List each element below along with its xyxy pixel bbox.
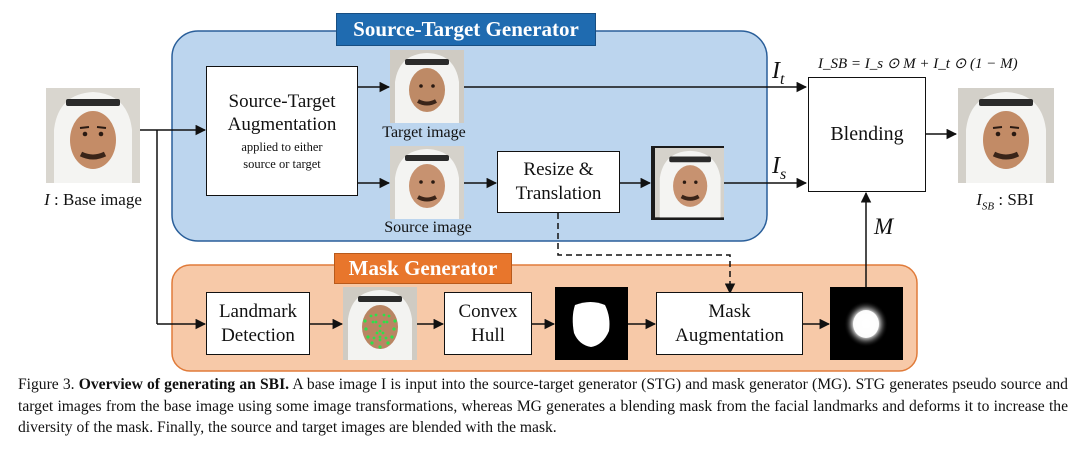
augmented-mask-image (830, 287, 903, 360)
caption-title: Overview of generating an SBI. (78, 376, 290, 393)
it-label: It (772, 58, 784, 89)
aug-box-line2: Augmentation (227, 113, 337, 135)
blending-box: Blending (808, 77, 926, 192)
target-image-label: Target image (382, 124, 466, 141)
translated-source-face-image (651, 146, 724, 220)
mg-title: Mask Generator (334, 253, 512, 284)
convex-box-line1: Convex (458, 300, 518, 322)
mask-aug-box-line2: Augmentation (675, 324, 784, 346)
sbi-label: ISB : SBI (976, 190, 1034, 213)
resize-box-line1: Resize & (523, 159, 594, 180)
source-target-augmentation-box: Source-Target Augmentation applied to ei… (206, 66, 358, 196)
it-subscript: t (780, 70, 785, 88)
landmark-face-image (343, 287, 417, 360)
sbi-subscript: SB (981, 200, 995, 213)
sbi-pipeline-diagram: Source-Target Generator Mask Generator I… (44, 13, 1054, 372)
stg-title: Source-Target Generator (336, 13, 596, 46)
aug-box-sub1: applied to either (241, 139, 323, 154)
is-subscript: s (780, 165, 787, 183)
convex-box-line2: Hull (471, 324, 505, 346)
resize-box-line2: Translation (515, 183, 602, 204)
mask-augmentation-box: Mask Augmentation (656, 292, 803, 355)
blending-formula: I_SB = I_s ⊙ M + I_t ⊙ (1 − M) (818, 56, 1018, 72)
landmark-box-line2: Detection (221, 324, 295, 346)
source-image-label: Source image (384, 219, 472, 236)
mask-aug-box-line1: Mask (708, 300, 751, 322)
is-label: Is (772, 153, 786, 184)
landmark-box-line1: Landmark (218, 300, 298, 322)
caption-body: A base image I is input into the source-… (18, 376, 1068, 436)
caption-figure-number: Figure 3. (18, 376, 75, 393)
m-label: M (874, 214, 894, 239)
sbi-face-image (958, 88, 1054, 183)
sbi-symbol: I (976, 190, 982, 209)
landmark-detection-box: Landmark Detection (206, 292, 310, 355)
resize-translation-box: Resize & Translation (497, 151, 620, 213)
aug-box-sub2: source or target (243, 156, 321, 171)
base-image-symbol: I (44, 190, 50, 209)
convex-hull-box: Convex Hull (444, 292, 532, 355)
blending-box-label: Blending (830, 123, 904, 145)
hull-mask-image (555, 287, 628, 360)
figure-caption: Figure 3. Overview of generating an SBI.… (18, 374, 1068, 439)
base-image-text: : Base image (54, 190, 142, 209)
target-face-image (390, 50, 464, 123)
sbi-text: : SBI (998, 190, 1034, 209)
source-face-image (390, 146, 464, 219)
it-symbol: I (772, 58, 780, 84)
aug-box-line1: Source-Target (228, 90, 336, 112)
base-face-image (46, 88, 140, 183)
base-image-label: I : Base image (44, 190, 142, 210)
is-symbol: I (772, 153, 780, 179)
